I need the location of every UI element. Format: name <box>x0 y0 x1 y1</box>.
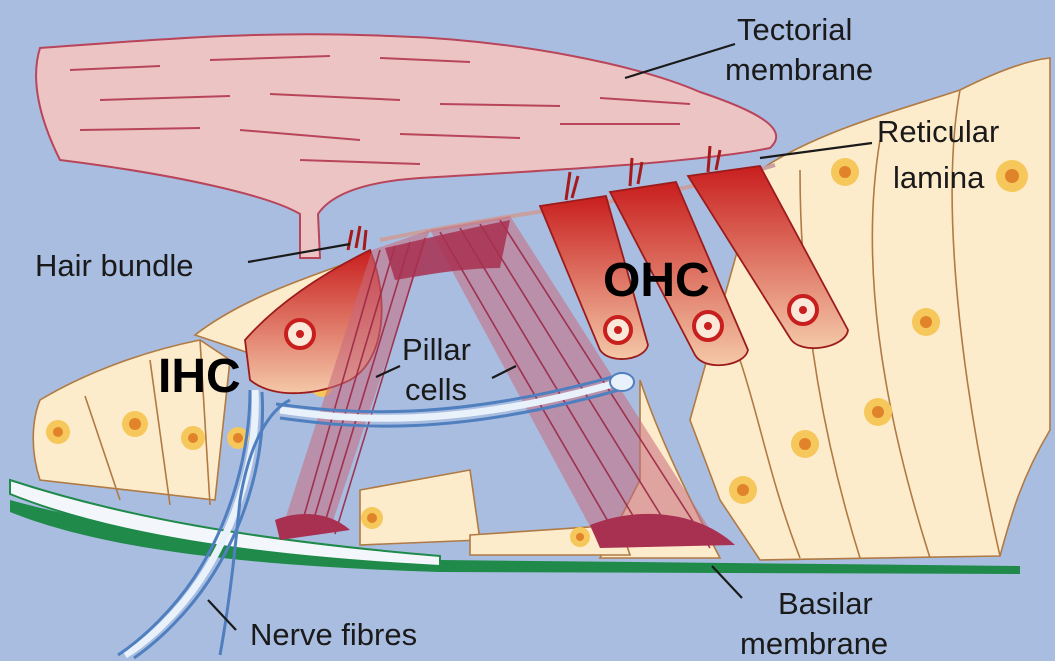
label-nerve-fibres: Nerve fibres <box>250 617 417 652</box>
label-basilar-2: membrane <box>740 626 888 661</box>
label-ohc: OHC <box>603 254 710 307</box>
label-tectorial-2: membrane <box>725 52 873 87</box>
label-reticular-1: Reticular <box>877 114 999 149</box>
label-ihc: IHC <box>158 350 241 403</box>
label-basilar-1: Basilar <box>778 586 873 621</box>
label-reticular-2: lamina <box>893 160 985 195</box>
label-pillar-2: cells <box>405 372 467 407</box>
label-pillar-1: Pillar <box>402 332 471 367</box>
label-tectorial-1: Tectorial <box>737 12 852 47</box>
label-hair-bundle: Hair bundle <box>35 248 194 283</box>
